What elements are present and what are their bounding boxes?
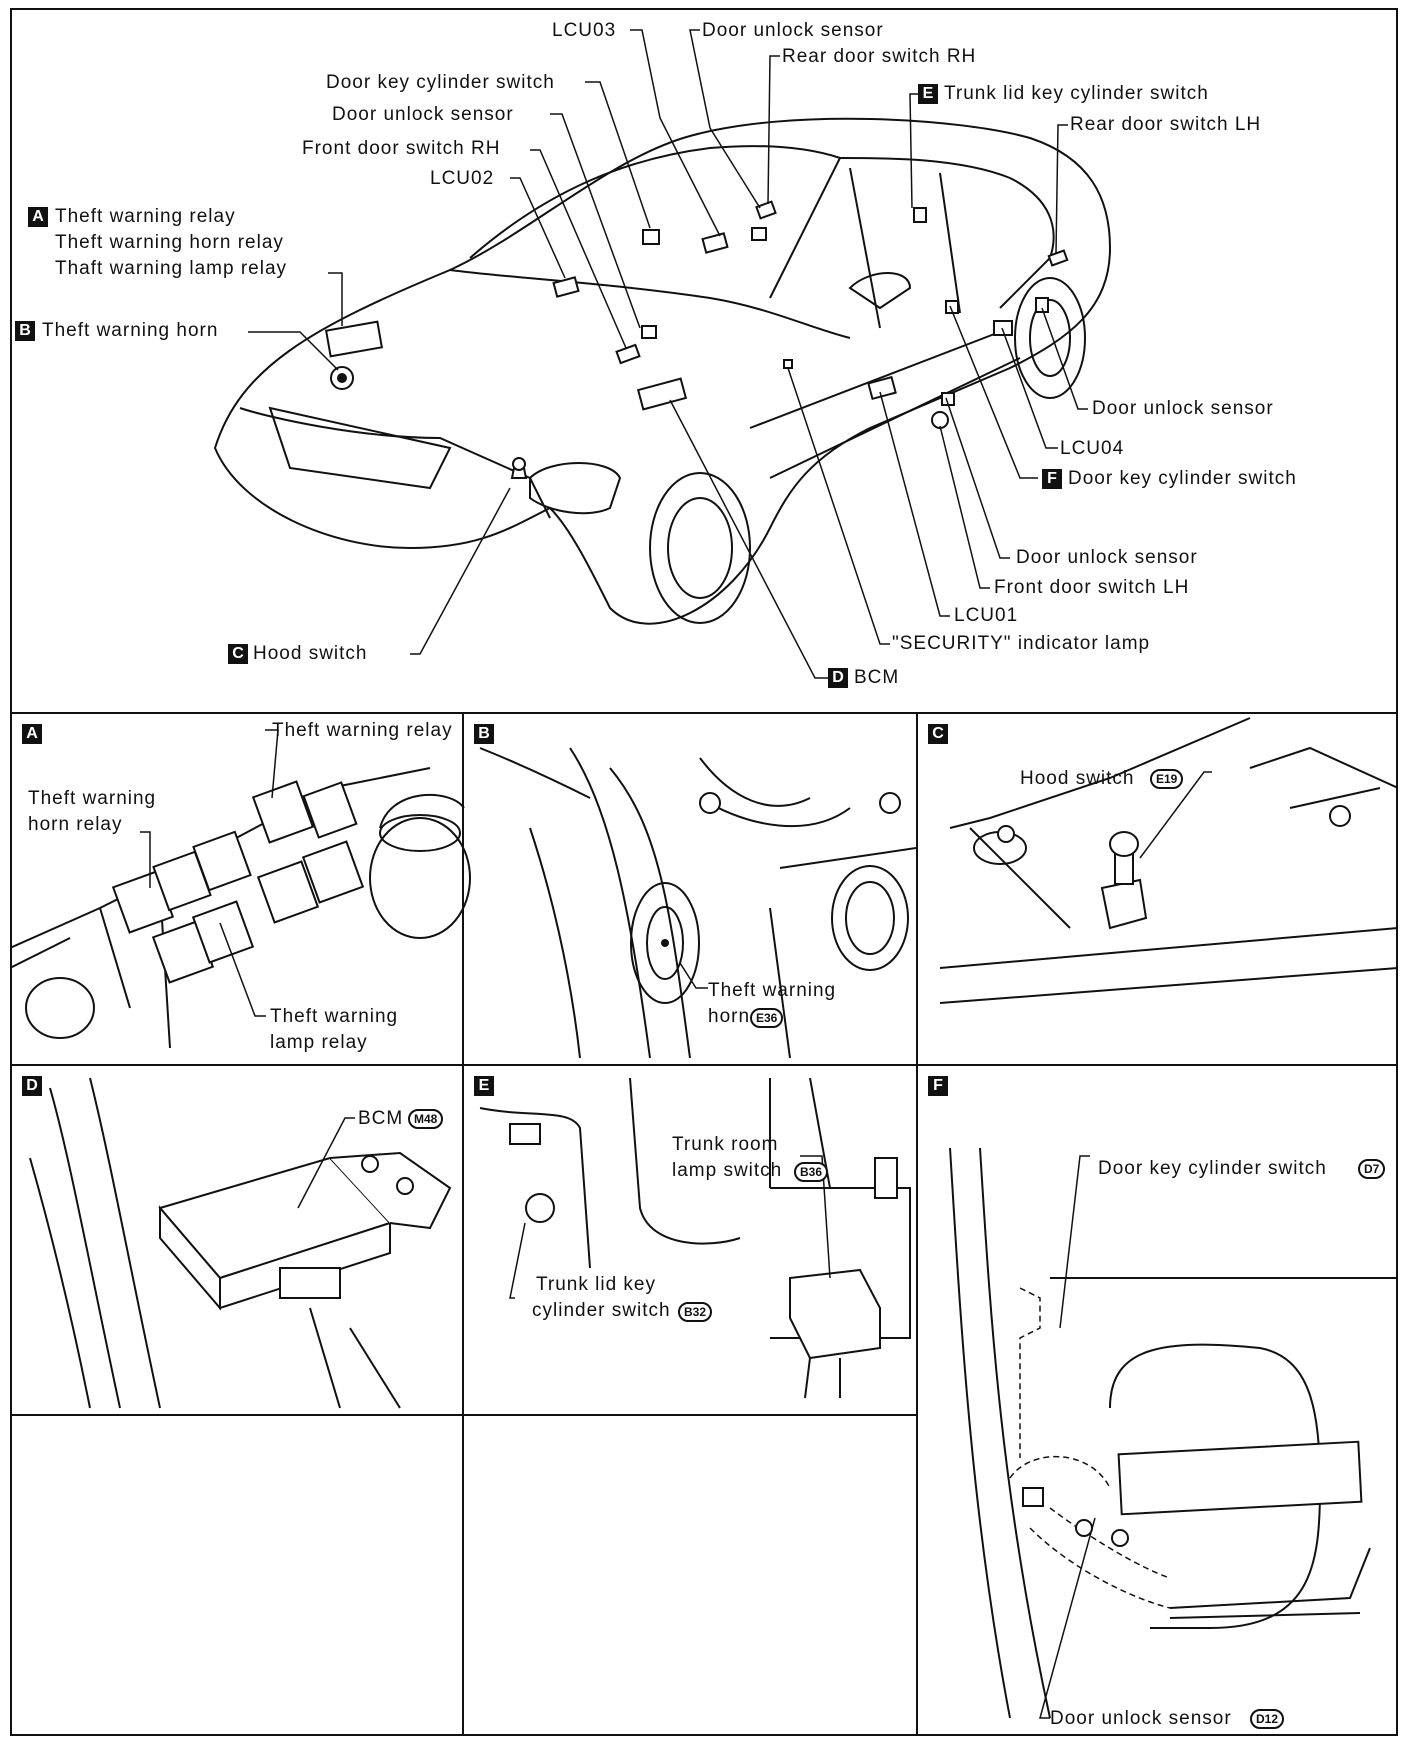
panel-a-horn-relay-line1: Theft warning — [28, 788, 157, 809]
panel-b-badge: B — [474, 724, 494, 744]
badge-a: A — [28, 207, 48, 227]
panel-e-lamp-switch-line2: lamp switch — [672, 1160, 783, 1181]
security-indicator-lamp-label: "SECURITY" indicator lamp — [892, 633, 1151, 654]
panel-e-drawing — [479, 1077, 911, 1399]
panel-c-hood-switch: Hood switch — [1020, 768, 1135, 789]
badge-c: C — [228, 644, 248, 664]
panel-f-drawing — [949, 1147, 1398, 1719]
panel-d-drawing — [29, 1077, 452, 1409]
panel-e-lamp-switch-line1: Trunk room — [672, 1134, 779, 1155]
panel-b-horn-line2: horn — [708, 1006, 751, 1027]
panel-b-connector-e36: E36 — [750, 1008, 784, 1028]
main-leader-lines — [248, 29, 1088, 679]
panel-e-badge: E — [474, 1076, 494, 1096]
panel-f-connector-d7: D7 — [1358, 1159, 1386, 1179]
door-unlock-sensor-front-lh-label: Door unlock sensor — [1016, 547, 1198, 568]
car-body-outline — [213, 117, 1112, 625]
theft-warning-lamp-relay-label: Thaft warning lamp relay — [55, 258, 288, 279]
badge-f: F — [1042, 469, 1062, 489]
panel-b-horn-line1: Theft warning — [708, 980, 837, 1001]
door-unlock-sensor-rh-label: Door unlock sensor — [332, 104, 514, 125]
empty-panel-mid-frame — [462, 1414, 918, 1736]
rear-door-switch-rh-label: Rear door switch RH — [782, 46, 977, 67]
panel-c-connector-e19: E19 — [1150, 769, 1184, 789]
panel-c-badge: C — [928, 724, 948, 744]
car-component-markers — [324, 200, 1069, 479]
front-door-switch-rh-label: Front door switch RH — [302, 138, 501, 159]
panel-a-lamp-relay-line2: lamp relay — [270, 1032, 368, 1053]
panel-a-drawing — [10, 729, 471, 1049]
lcu04-label: LCU04 — [1060, 438, 1125, 459]
badge-b: B — [15, 321, 35, 341]
lcu02-label: LCU02 — [430, 168, 495, 189]
bcm-label: BCM — [854, 667, 900, 688]
door-unlock-sensor-rear-lh-label: Door unlock sensor — [1092, 398, 1274, 419]
badge-e: E — [918, 84, 938, 104]
line-drawing-layer — [10, 29, 1398, 1719]
panel-a-horn-relay-line2: horn relay — [28, 814, 123, 835]
panel-f-frame — [916, 1064, 1398, 1736]
door-key-cylinder-switch-lh-label: Door key cylinder switch — [1068, 468, 1297, 489]
front-door-switch-lh-label: Front door switch LH — [994, 577, 1190, 598]
theft-warning-horn-label: Theft warning horn — [42, 320, 219, 341]
theft-warning-horn-relay-label: Theft warning horn relay — [55, 232, 284, 253]
panel-d-badge: D — [22, 1076, 42, 1096]
lcu01-label: LCU01 — [954, 605, 1019, 626]
panel-a-theft-warning-relay: Theft warning relay — [272, 720, 453, 741]
component-location-sheet: A Theft warning relay Theft warning horn… — [10, 8, 1398, 1736]
panel-f-door-unlock-sensor: Door unlock sensor — [1050, 1708, 1232, 1729]
panel-f-connector-d12: D12 — [1250, 1709, 1285, 1729]
panel-b-drawing — [479, 747, 917, 1059]
panel-d-connector-m48: M48 — [408, 1109, 444, 1129]
panel-a-lamp-relay-line1: Theft warning — [270, 1006, 399, 1027]
door-unlock-sensor-top-label: Door unlock sensor — [702, 20, 884, 41]
panel-e-connector-b36: B36 — [794, 1162, 829, 1182]
panel-f-door-key-switch: Door key cylinder switch — [1098, 1158, 1327, 1179]
trunk-lid-key-cylinder-switch-label: Trunk lid key cylinder switch — [944, 83, 1209, 104]
lcu03-label: LCU03 — [552, 20, 617, 41]
theft-warning-relay-label: Theft warning relay — [55, 206, 236, 227]
panel-e-trunk-lid-line2: cylinder switch — [532, 1300, 671, 1321]
badge-d: D — [828, 668, 848, 688]
panel-d-bcm: BCM — [358, 1108, 404, 1129]
hood-switch-label: Hood switch — [253, 643, 368, 664]
panel-a-badge: A — [22, 724, 42, 744]
panel-f-badge: F — [928, 1076, 948, 1096]
panel-e-connector-b32: B32 — [678, 1302, 713, 1322]
rear-door-switch-lh-label: Rear door switch LH — [1070, 114, 1262, 135]
door-key-cylinder-switch-rh-label: Door key cylinder switch — [326, 72, 555, 93]
panel-e-trunk-lid-line1: Trunk lid key — [536, 1274, 656, 1295]
panel-c-drawing — [939, 717, 1398, 1004]
